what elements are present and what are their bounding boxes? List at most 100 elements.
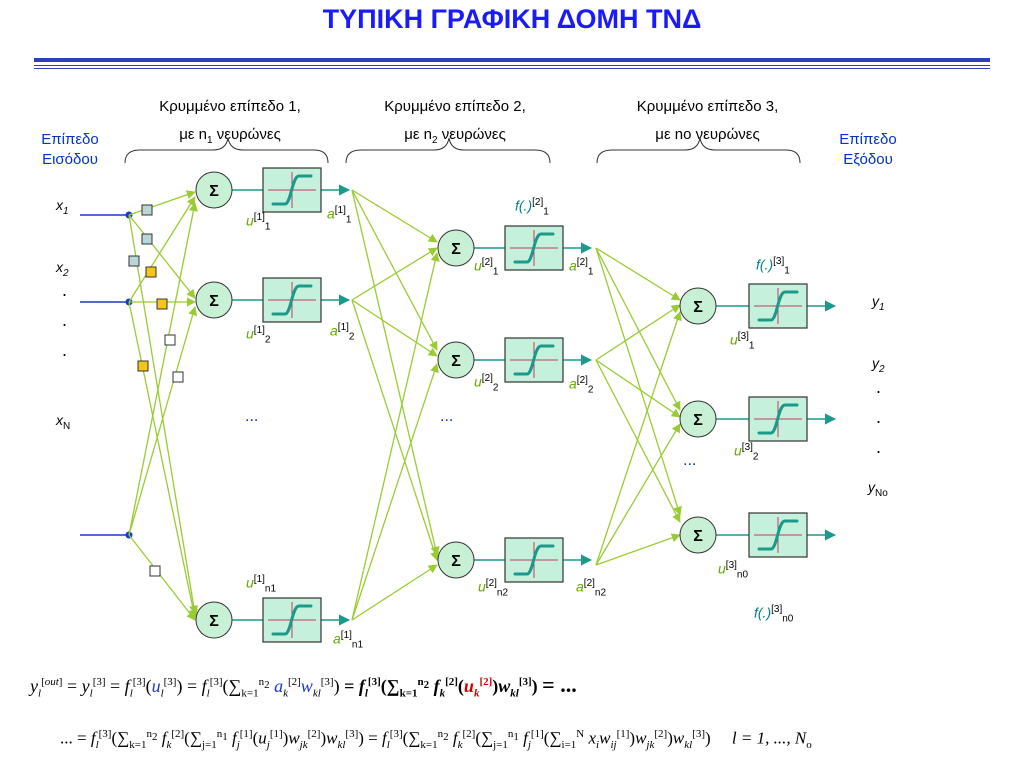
hidden1-header-line1: Κρυμμένο επίπεδο 1, (159, 98, 301, 115)
output-label-yno: yNo (868, 479, 888, 499)
connections-hidden2-hidden3 (595, 247, 682, 566)
hidden2-neuron-n2: Σ (437, 537, 593, 583)
hidden2-header-pre: με n (404, 126, 433, 143)
output-y2-sub: 2 (879, 363, 885, 375)
label-sub: n1 (351, 639, 364, 651)
hidden2-header-line1: Κρυμμένο επίπεδο 2, (384, 98, 526, 115)
label-base: f(.) (756, 256, 774, 273)
label-sub: 2 (492, 382, 499, 394)
output-y1-base: y (872, 293, 879, 309)
label-sup: [2] (532, 197, 544, 208)
hidden2-header-sub: 2 (432, 135, 438, 146)
hidden2-header-line2: με n2 νευρώνες (345, 126, 565, 146)
summation-node (679, 516, 717, 554)
label-base: u (730, 331, 738, 348)
sigmoid-curve (271, 174, 313, 206)
label-sup: [3] (773, 256, 785, 267)
sigma-symbol: Σ (451, 353, 461, 370)
label-a11: a[1]1 (327, 205, 351, 225)
sigma-symbol: Σ (693, 412, 703, 429)
hidden3-neuron-1: Σ (679, 283, 837, 329)
sigmoid-curve (513, 232, 555, 264)
input-label-x2: x2 (56, 259, 69, 279)
label-sub: 1 (587, 266, 594, 278)
output-dot-1: . (876, 377, 882, 397)
input-lines (80, 214, 128, 536)
output-y1-sub: 1 (879, 301, 885, 313)
hidden2-neuron-2: Σ (437, 337, 593, 383)
label-base: f(.) (754, 604, 772, 621)
label-a2n2: a[2]n2 (576, 578, 606, 598)
label-u22: u[2]2 (474, 373, 498, 393)
label-sub: 1 (543, 206, 549, 218)
label-u3n0: u[3]n0 (718, 560, 748, 580)
sigma-symbol: Σ (451, 241, 461, 258)
hidden1-ellipsis: ... (245, 408, 259, 425)
label-sub: n0 (736, 569, 749, 581)
hidden1-header-sub: 1 (207, 135, 213, 146)
summation-node (195, 171, 233, 209)
label-sub: n1 (264, 583, 277, 595)
label-sub: 2 (264, 334, 271, 346)
label-u32: u[3]2 (734, 442, 758, 462)
hidden3-ellipsis: ... (683, 452, 697, 469)
label-base: u (246, 325, 254, 342)
sigma-symbol: Σ (209, 293, 219, 310)
label-base: a (333, 630, 341, 647)
label-sup: [3] (771, 604, 783, 615)
label-a22: a[2]2 (569, 375, 593, 395)
label-u11: u[1]1 (246, 212, 270, 232)
input-x2-sub: 2 (63, 267, 69, 279)
output-dot-2: . (876, 407, 882, 427)
hidden1-neuron-1: Σ (195, 167, 351, 213)
label-sup: [1] (253, 325, 265, 336)
label-sup: [2] (481, 373, 493, 384)
sigma-symbol: Σ (451, 553, 461, 570)
label-sub: n0 (782, 613, 794, 625)
label-sub: 2 (587, 384, 594, 396)
label-sub: 2 (752, 451, 759, 463)
label-base: u (478, 578, 486, 595)
input-layer-line2: Εισόδου (42, 151, 98, 168)
label-base: u (246, 212, 254, 229)
label-sup: [2] (576, 375, 588, 386)
label-a1n1: a[1]n1 (333, 630, 363, 650)
label-f3n0: f(.)[3]n0 (754, 604, 793, 624)
hidden1-neuron-2: Σ (195, 277, 351, 323)
title-rule-thin-2 (34, 68, 990, 69)
label-sup: [2] (485, 578, 497, 589)
input-layer-line1: Επίπεδο (41, 131, 99, 148)
weight-squares (128, 204, 184, 577)
brace-hidden1 (124, 137, 329, 164)
formula-y: y (30, 676, 38, 696)
label-sup: [1] (340, 630, 352, 641)
label-base: u (246, 574, 254, 591)
label-sup: [1] (337, 322, 349, 333)
label-u12: u[1]2 (246, 325, 270, 345)
label-base: f(.) (515, 197, 533, 214)
sigma-symbol: Σ (693, 528, 703, 545)
formula-index-range: l = 1, ..., N (731, 728, 807, 748)
label-sub: 1 (748, 340, 755, 352)
summation-node (437, 229, 475, 267)
connections-input-hidden1 (128, 190, 199, 621)
output-layer-line1: Επίπεδο (839, 131, 897, 148)
page-title: ΤΥΠΙΚΗ ΓΡΑΦΙΚΗ ΔΟΜΗ ΤΝΔ (322, 4, 702, 34)
title-rule (34, 58, 990, 62)
brace-hidden3 (596, 137, 801, 164)
input-x1-base: x (56, 197, 63, 213)
formula-line-2: ... = fl[3](∑k=1n2 fk[2](∑j=1n1 fj[1](uj… (60, 728, 812, 752)
hidden2-ellipsis: ... (440, 408, 454, 425)
hidden3-header-line2: με no νευρώνες (655, 126, 760, 143)
hidden2-header-post: νευρώνες (437, 126, 506, 143)
summation-node (437, 541, 475, 579)
sigmoid-curve (757, 519, 799, 551)
label-sup: [3] (737, 331, 749, 342)
summation-node (679, 287, 717, 325)
label-base: a (569, 257, 577, 274)
label-sup: [1] (253, 212, 265, 223)
output-yno-base: y (868, 479, 875, 495)
sigmoid-curve (271, 284, 313, 316)
